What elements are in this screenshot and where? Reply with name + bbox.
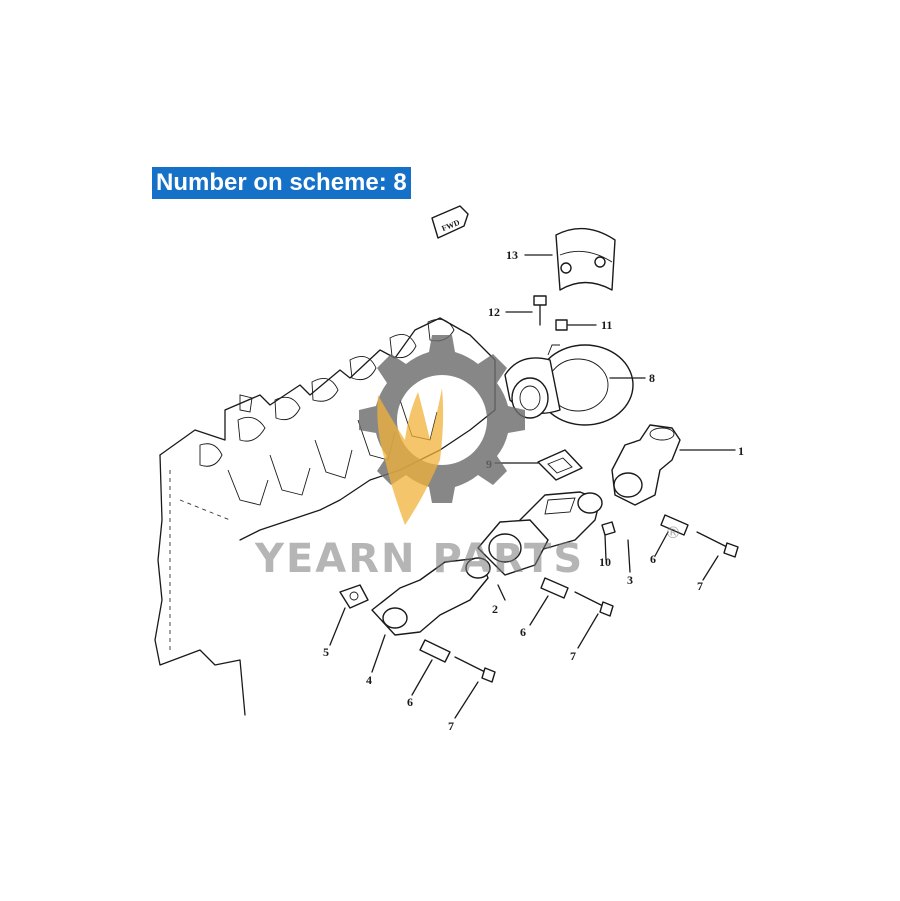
manifold-rear: [371, 557, 491, 636]
callout-4: 4: [366, 673, 372, 687]
watermark-flame-icon: [377, 388, 444, 525]
bolt-7-b: [574, 591, 614, 617]
spacer-6-b: [540, 577, 569, 599]
gasket-9: [537, 449, 583, 481]
callout-3: 3: [627, 573, 633, 587]
callout-13: 13: [506, 248, 518, 262]
watermark-text: YEARN PARTS: [254, 536, 584, 582]
callout-2: 2: [492, 602, 498, 616]
callout-6-middle: 6: [520, 625, 526, 639]
clamp-band: [555, 227, 616, 291]
callout-7-middle: 7: [570, 649, 576, 663]
callout-7-left: 7: [448, 719, 454, 733]
callout-12: 12: [488, 305, 500, 319]
manifold-middle: [477, 519, 549, 576]
elbow-pipe: [611, 424, 681, 506]
turbocharger: [504, 344, 634, 426]
callout-6-left: 6: [407, 695, 413, 709]
spacer-6-a: [419, 639, 451, 663]
watermark: YEARN PARTS ®: [254, 335, 681, 582]
callout-8: 8: [649, 371, 655, 385]
bolt-7-a: [454, 656, 496, 683]
washer-10: [601, 521, 616, 536]
gasket-5: [339, 584, 369, 609]
spacer-6-c: [660, 514, 689, 536]
bolt-7-c: [696, 531, 739, 558]
callout-5: 5: [323, 645, 329, 659]
leader-lines: [329, 254, 736, 719]
callout-11: 11: [601, 318, 612, 332]
callout-6-right: 6: [650, 552, 656, 566]
scheme-number-banner: Number on scheme: 8: [152, 167, 411, 199]
nut-11: [555, 319, 568, 331]
forward-arrow-marker: FWD: [431, 205, 469, 239]
callout-numbers: 1 2 3 4 5 6 6 6 7 7 7 8 9 10 11 12 13: [323, 248, 744, 733]
callout-1: 1: [738, 444, 744, 458]
callout-10: 10: [599, 555, 611, 569]
watermark-registered-mark: ®: [665, 523, 681, 542]
bolt-12: [533, 295, 547, 326]
callout-7-right: 7: [697, 579, 703, 593]
